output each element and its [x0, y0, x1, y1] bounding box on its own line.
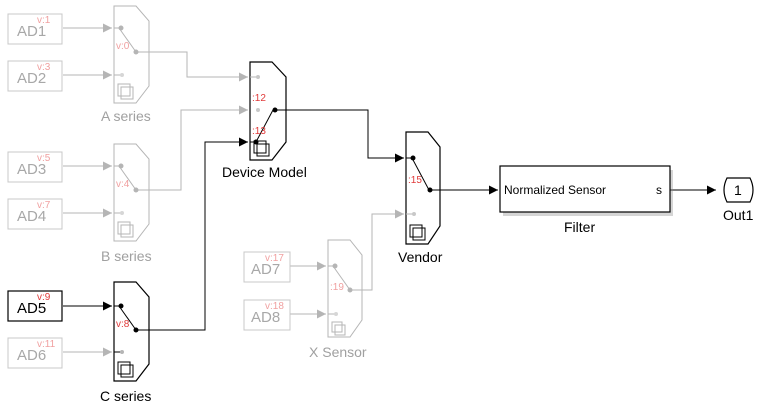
filter-label: Filter [564, 219, 595, 235]
switch-b-series-tag: v:4 [116, 179, 130, 190]
outport-out1[interactable]: 1 Out1 [723, 177, 754, 223]
signal-device-vendor[interactable] [286, 109, 404, 163]
switch-a-series-icon [114, 25, 149, 100]
switch-vendor-icon [406, 155, 440, 241]
constant-ad8-label: AD8 [251, 309, 280, 326]
constant-ad7-label: AD7 [251, 261, 280, 278]
signal-lines [63, 23, 716, 357]
switch-b-series[interactable]: v:4 B series [101, 143, 152, 264]
switch-c-series[interactable]: v:8 C series [100, 281, 151, 404]
switch-x-sensor-icon [328, 263, 362, 336]
constant-ad4[interactable]: AD4 v:7 [7, 198, 63, 230]
signal-b-device[interactable] [149, 105, 248, 191]
filter-port: s [656, 183, 662, 197]
outport-label: Out1 [723, 207, 754, 223]
constant-ad7[interactable]: AD7 v:17 [243, 251, 291, 283]
constant-ad4-tag: v:7 [37, 200, 51, 211]
constant-ad2-tag: v:3 [37, 62, 51, 73]
switch-c-series-tag: v:8 [116, 319, 130, 330]
constant-ad3[interactable]: AD3 v:5 [7, 151, 63, 183]
signal-a-device[interactable] [149, 51, 248, 82]
switch-a-series[interactable]: v:0 A series [101, 5, 151, 124]
outport-number: 1 [734, 182, 742, 198]
constant-ad8[interactable]: AD8 v:18 [243, 299, 291, 331]
switch-device-model-icon [250, 75, 286, 157]
switch-x-sensor-label: X Sensor [309, 344, 367, 360]
switch-c-series-label: C series [100, 388, 151, 404]
filter-block[interactable]: Normalized Sensor s Filter [499, 165, 673, 235]
constant-ad1-label: AD1 [17, 23, 46, 40]
constant-ad6-label: AD6 [17, 347, 46, 364]
switch-device-model-label: Device Model [222, 164, 307, 180]
constant-ad2-label: AD2 [17, 70, 46, 87]
constant-ad6-tag: v:11 [37, 339, 56, 350]
device-model-tag-13: :13 [252, 126, 266, 137]
signal-x-vendor[interactable] [362, 209, 404, 291]
constant-ad1-tag: v:1 [37, 15, 51, 26]
switch-device-model[interactable]: :12 :13 Device Model [222, 61, 307, 180]
device-model-tag-12: :12 [252, 93, 266, 104]
vendor-tag: :15 [408, 175, 422, 186]
switch-vendor-label: Vendor [398, 249, 443, 265]
switch-b-series-label: B series [101, 248, 152, 264]
switch-vendor[interactable]: :15 Vendor [398, 131, 443, 265]
filter-text: Normalized Sensor [504, 183, 606, 197]
switch-b-series-icon [114, 163, 149, 238]
constant-ad6[interactable]: AD6 v:11 [7, 337, 63, 369]
constant-ad7-tag: v:17 [265, 253, 284, 264]
constant-ad3-label: AD3 [17, 161, 46, 178]
switch-x-sensor[interactable]: :19 X Sensor [309, 239, 367, 360]
signal-c-device[interactable] [149, 137, 248, 331]
switch-c-series-icon [114, 303, 149, 378]
constant-ad5[interactable]: AD5 v:9 [7, 290, 63, 322]
constant-ad2[interactable]: AD2 v:3 [7, 60, 63, 92]
constant-ad5-tag: v:9 [37, 292, 51, 303]
constant-ad1[interactable]: AD1 v:1 [7, 13, 63, 45]
constant-ad8-tag: v:18 [265, 301, 284, 312]
constant-ad5-label: AD5 [17, 300, 46, 317]
x-sensor-tag: :19 [330, 282, 344, 293]
constant-ad3-tag: v:5 [37, 153, 51, 164]
constant-ad4-label: AD4 [17, 208, 46, 225]
switch-a-series-label: A series [101, 108, 151, 124]
switch-a-series-tag: v:0 [116, 41, 130, 52]
